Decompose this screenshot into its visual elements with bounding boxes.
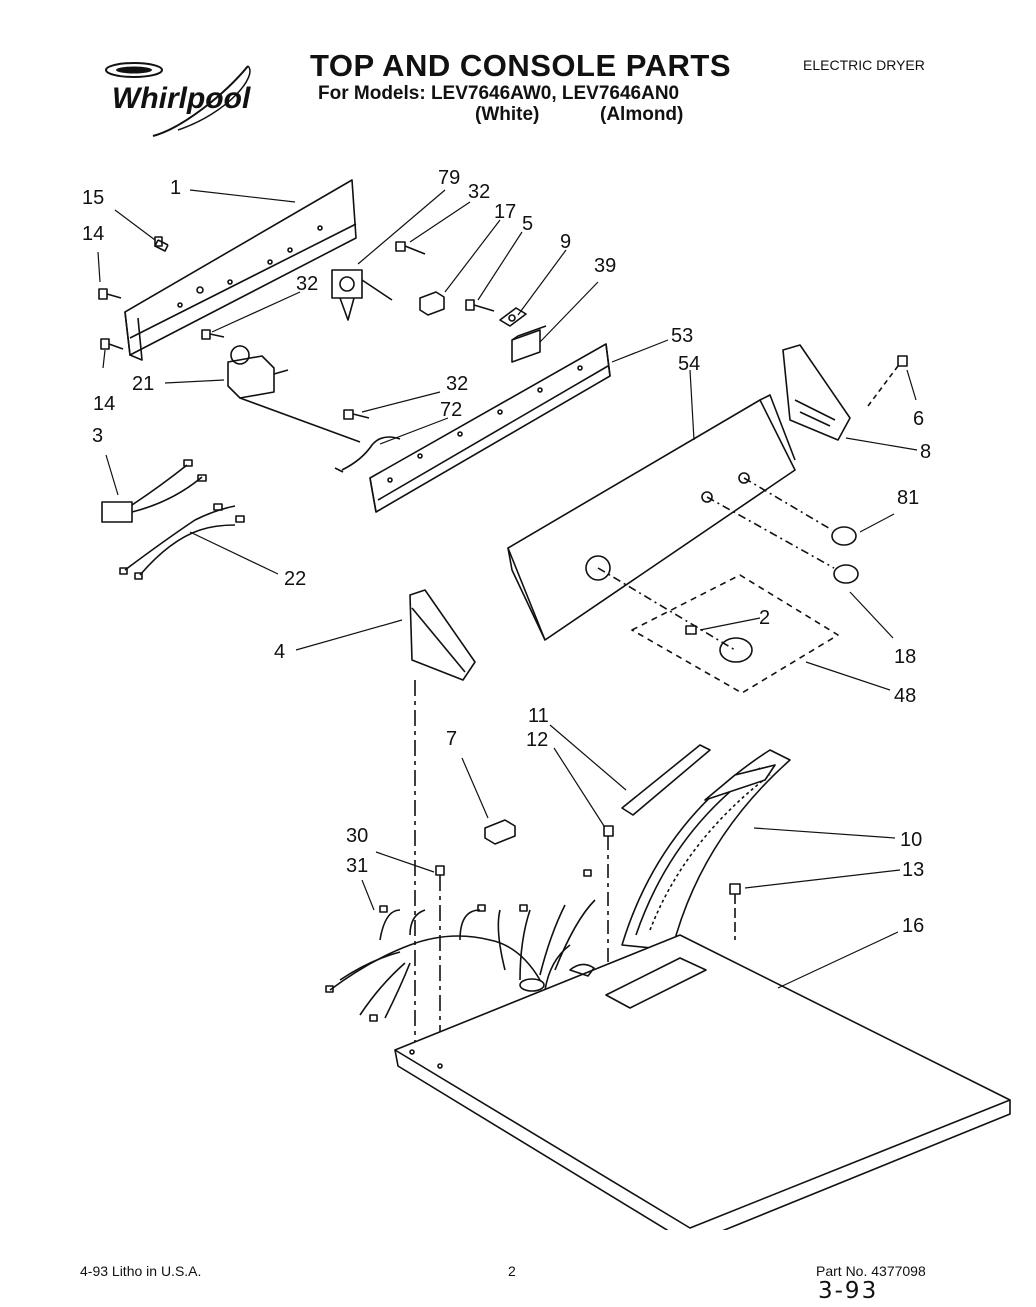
screw-15 [154, 236, 169, 252]
part-31-main-harness [325, 869, 596, 1022]
label-18: 18 [894, 646, 916, 668]
part-48-knob-assembly [597, 567, 839, 694]
label-53: 53 [671, 325, 693, 347]
label-22: 22 [284, 568, 306, 590]
part-39-bracket [511, 325, 547, 363]
label-2: 2 [759, 607, 770, 629]
label-15: 15 [82, 187, 104, 209]
part-3-connector [101, 459, 207, 523]
label-79: 79 [438, 167, 460, 189]
part-number: Part No. 4377098 [816, 1263, 926, 1279]
part-72-harness [334, 436, 401, 473]
part-12-clip [603, 825, 614, 990]
page-number: 2 [508, 1263, 516, 1279]
label-1: 1 [170, 177, 181, 199]
label-30: 30 [346, 825, 368, 847]
part-17-block [419, 291, 445, 316]
label-72: 72 [440, 399, 462, 421]
screw-32-mid [201, 329, 225, 340]
screw-32-lower [343, 409, 370, 420]
label-32-left: 32 [296, 273, 318, 295]
label-81: 81 [897, 487, 919, 509]
part-8-endcap [782, 344, 851, 441]
label-17: 17 [494, 201, 516, 223]
label-11: 11 [528, 705, 549, 727]
label-48: 48 [894, 685, 916, 707]
part-9-clip [499, 307, 527, 327]
model-numbers: For Models: LEV7646AW0, LEV7646AN0 [318, 83, 680, 104]
part-11-lens [621, 744, 711, 816]
brand-wordmark: Whirlpool [112, 82, 251, 115]
part-79-switch [331, 269, 393, 321]
part-21-timer [227, 345, 361, 443]
part-4-endcap [409, 589, 476, 1050]
label-6: 6 [913, 408, 924, 430]
label-14-lower: 14 [93, 393, 115, 415]
label-16: 16 [902, 915, 924, 937]
part-53-rail [369, 343, 611, 513]
label-5: 5 [522, 213, 533, 235]
label-4: 4 [274, 641, 285, 663]
screw-32-top [395, 241, 426, 255]
part-16-top-panel [394, 934, 1011, 1230]
screw-6 [867, 355, 908, 407]
color-white: (White) [475, 104, 540, 125]
part-1-control-bracket [124, 179, 357, 361]
label-13: 13 [902, 859, 924, 881]
handwritten-date: 3-93 [818, 1278, 879, 1304]
label-32-lower: 32 [446, 373, 468, 395]
color-almond: (Almond) [600, 104, 684, 125]
part-18-knob [706, 496, 859, 584]
label-12: 12 [526, 729, 548, 751]
part-81-knob [743, 477, 857, 546]
screw-14-lower [100, 338, 124, 350]
part-54-console [507, 394, 796, 641]
whirlpool-logo: Whirlpool [105, 62, 251, 137]
page-title: TOP AND CONSOLE PARTS [310, 48, 732, 83]
screw-13 [729, 883, 741, 940]
label-39: 39 [594, 255, 616, 277]
label-14-upper: 14 [82, 223, 104, 245]
part-7-clip [484, 819, 516, 845]
part-10-panel [621, 749, 791, 951]
label-8: 8 [920, 441, 931, 463]
product-type: ELECTRIC DRYER [803, 57, 925, 73]
litho-note: 4-93 Litho in U.S.A. [80, 1263, 202, 1279]
label-3: 3 [92, 425, 103, 447]
label-10: 10 [900, 829, 922, 851]
leader-lines [97, 189, 918, 989]
exploded-diagram: 1 15 14 14 32 32 32 79 17 5 9 39 21 72 3… [82, 167, 1011, 1230]
screw-14-upper [98, 288, 122, 300]
screw-30 [435, 865, 445, 876]
label-31: 31 [346, 855, 368, 877]
part-22-harness [119, 503, 245, 580]
label-21: 21 [132, 373, 154, 395]
label-7: 7 [446, 728, 457, 750]
label-32-top: 32 [468, 181, 490, 203]
label-54: 54 [678, 353, 700, 375]
part-5-screw [465, 299, 495, 312]
label-9: 9 [560, 231, 571, 253]
